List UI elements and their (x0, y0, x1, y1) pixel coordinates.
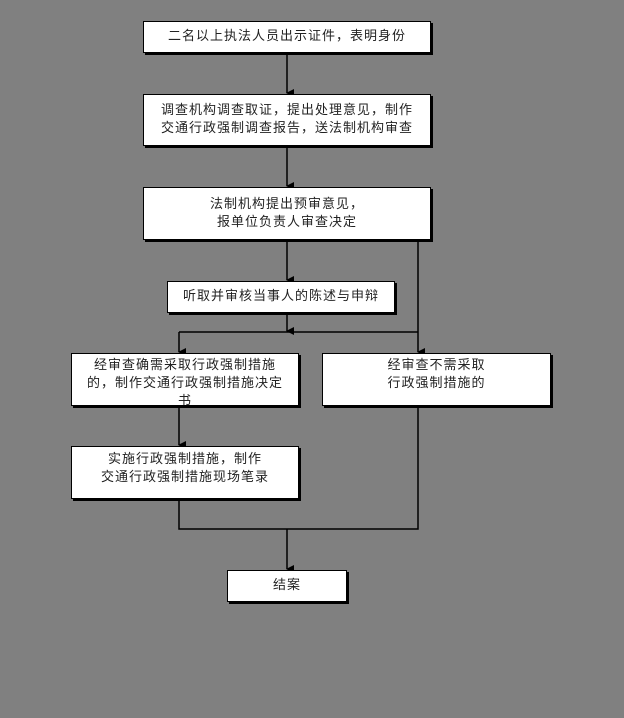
step-close-case: 结案 (227, 570, 347, 602)
step-text: 法制机构提出预审意见， 报单位负责人审查决定 (209, 196, 364, 230)
step-show-credentials: 二名以上执法人员出示证件，表明身份 (143, 21, 431, 53)
step-investigation-report: 调查机构调查取证，提出处理意见，制作 交通行政强制调查报告，送法制机构审查 (143, 94, 431, 146)
step-legal-review: 法制机构提出预审意见， 报单位负责人审查决定 (143, 187, 431, 240)
step-decision-required: 经审查确需采取行政强制措施 的，制作交通行政强制措施决定 书 (71, 353, 299, 406)
step-text: 经审查不需采取 行政强制措施的 (387, 358, 486, 391)
step-text: 二名以上执法人员出示证件，表明身份 (167, 29, 406, 44)
step-not-required: 经审查不需采取 行政强制措施的 (322, 353, 551, 406)
merge-line (178, 406, 419, 530)
step-text: 结案 (272, 578, 301, 593)
step-text: 经审查确需采取行政强制措施 的，制作交通行政强制措施决定 书 (86, 358, 283, 406)
step-text: 听取并审核当事人的陈述与申辩 (182, 289, 379, 304)
step-text: 实施行政强制措施，制作 交通行政强制措施现场笔录 (100, 452, 269, 485)
step-hear-statement: 听取并审核当事人的陈述与申辩 (167, 281, 395, 313)
step-implement-measures: 实施行政强制措施，制作 交通行政强制措施现场笔录 (71, 446, 299, 499)
step-text: 调查机构调查取证，提出处理意见，制作 交通行政强制调查报告，送法制机构审查 (160, 103, 413, 136)
